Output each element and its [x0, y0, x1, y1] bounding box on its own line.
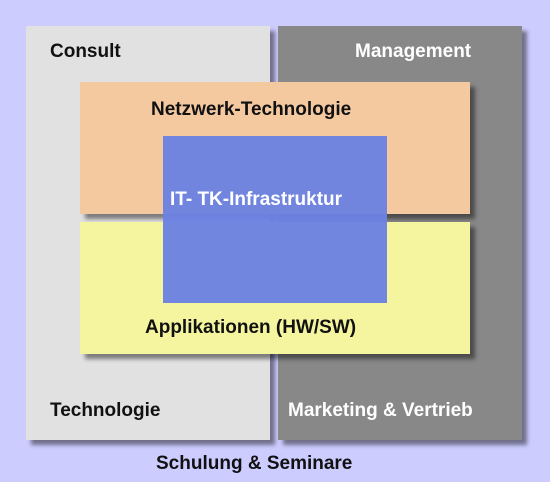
marketing-vertrieb-label: Marketing & Vertrieb — [288, 400, 473, 421]
applikationen-label: Applikationen (HW/SW) — [145, 317, 357, 338]
consult-label: Consult — [50, 41, 121, 62]
infrastruktur-label: IT- TK-Infrastruktur — [170, 189, 343, 210]
schulung-seminare-label: Schulung & Seminare — [156, 453, 353, 474]
management-label: Management — [355, 41, 472, 62]
netzwerk-technologie-label: Netzwerk-Technologie — [151, 99, 352, 120]
infrastruktur-box — [163, 136, 387, 303]
technologie-label: Technologie — [50, 400, 161, 421]
